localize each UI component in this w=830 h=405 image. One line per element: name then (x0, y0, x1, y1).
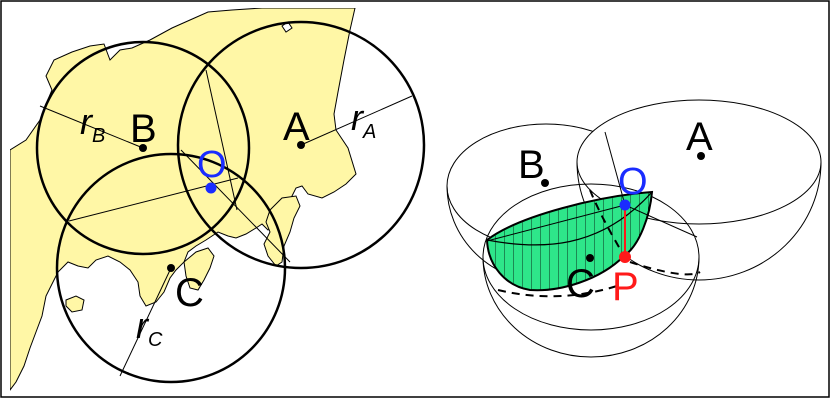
label-c: C (566, 262, 595, 306)
chord-line (624, 204, 698, 238)
station-a-dot (697, 152, 705, 160)
station-b-dot (139, 144, 147, 152)
label-o: O (197, 144, 227, 186)
right-hemisphere-panel: A B C O P (446, 99, 822, 358)
station-a-dot (297, 141, 305, 149)
radius-label-a: rA (351, 97, 376, 143)
chord-ab (205, 69, 238, 211)
label-b: B (518, 143, 545, 187)
intersection-arc (486, 191, 653, 246)
station-b-dot (541, 179, 549, 187)
hemisphere-c-bowl (482, 256, 700, 358)
hidden-arc (497, 284, 621, 298)
radius-line-a (300, 95, 413, 146)
chord-ac (180, 149, 291, 263)
station-c-dot (167, 264, 175, 272)
label-o: O (618, 161, 648, 203)
label-b: B (130, 107, 157, 151)
station-c-dot (586, 254, 594, 262)
hypocenter-dot (619, 251, 631, 263)
label-a: A (686, 115, 713, 159)
left-map-panel: A B C O rA rB rC (10, 8, 426, 391)
circle-c (55, 152, 287, 384)
island (65, 295, 85, 313)
circle-a (176, 20, 426, 270)
hidden-arc (589, 189, 625, 257)
radius-line-c (119, 267, 172, 377)
label-a: A (283, 105, 310, 149)
chord-line (604, 131, 626, 206)
chord-line (486, 204, 626, 242)
circle-b (35, 40, 251, 256)
hidden-arc (629, 261, 701, 276)
label-c: C (175, 271, 204, 315)
peninsula (183, 247, 215, 291)
radius-line-b (39, 105, 144, 149)
label-p: P (612, 265, 639, 309)
radius-label-b: rB (80, 101, 105, 147)
radius-label-c: rC (136, 305, 163, 351)
epicenter-dot (619, 199, 631, 211)
epicenter-dot (205, 182, 217, 194)
